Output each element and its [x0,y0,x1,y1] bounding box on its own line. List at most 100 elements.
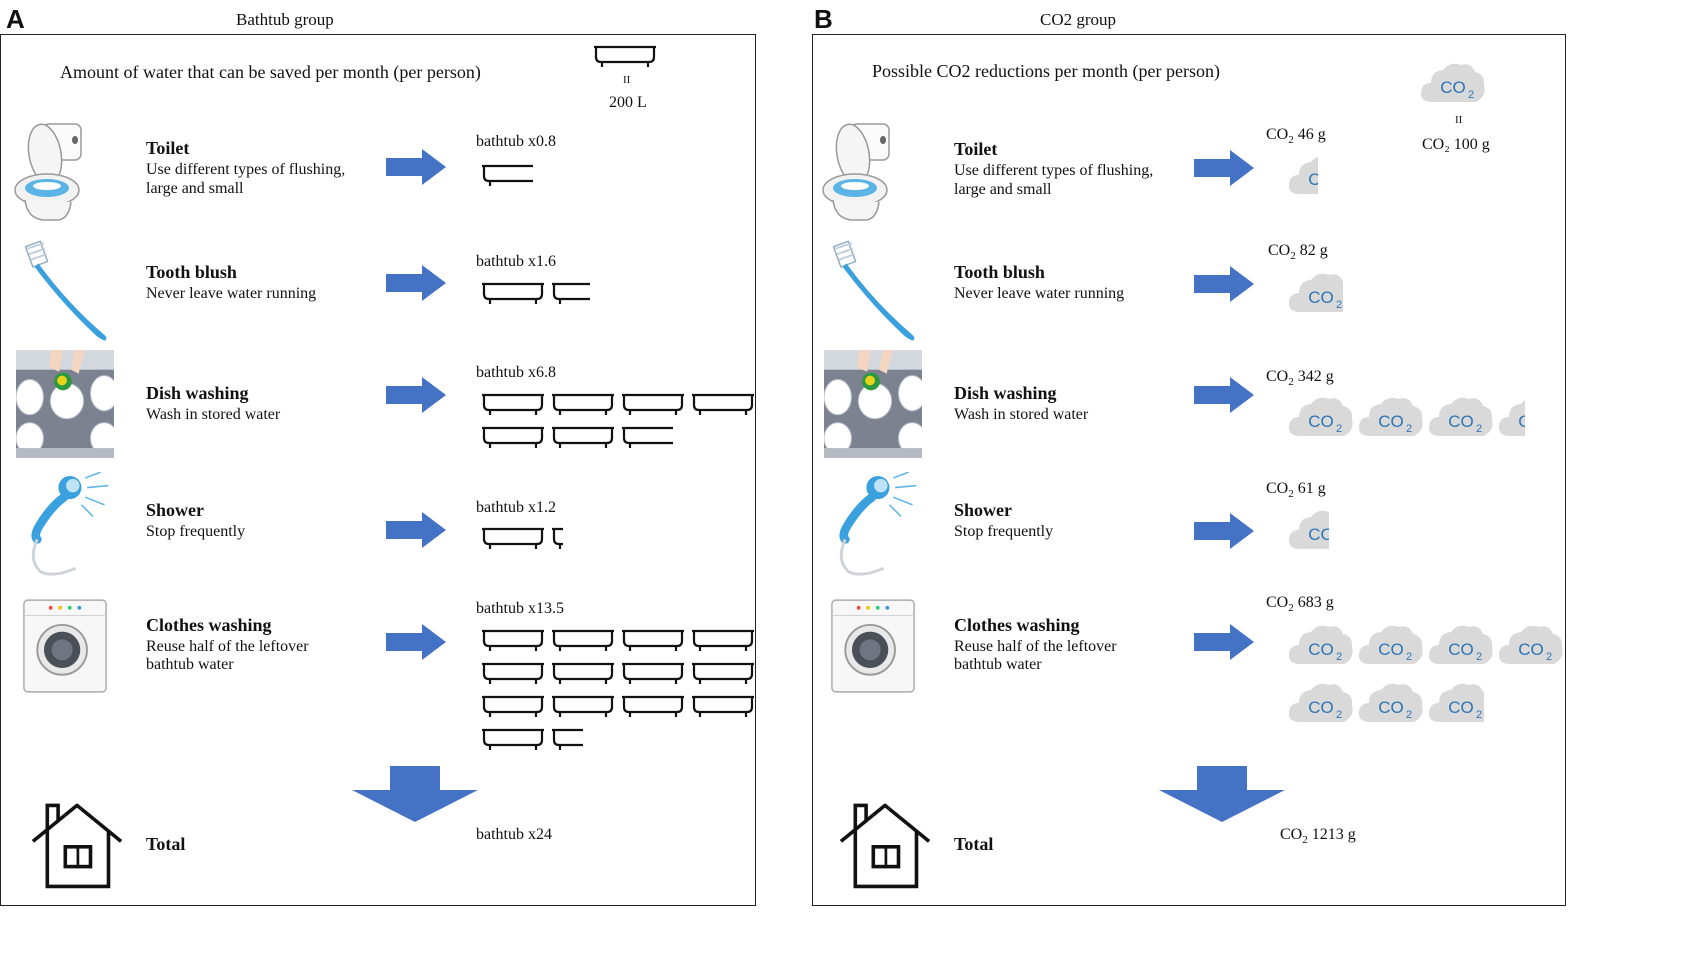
bathtub-icon [480,389,546,417]
house-icon [22,800,132,890]
row-a-amount: bathtub x0.8 [476,133,556,150]
panel-b-total-value: CO2 1213 g [1280,826,1356,847]
bathtub-icon [690,625,756,653]
bathtub-icon [480,658,546,686]
row-b-title: Dish washing [954,383,1057,403]
bathtub-icon [620,625,686,653]
row-b-desc: Use different types of flushing, [954,162,1154,179]
bathtub-icon [480,625,546,653]
co2-group-toilet [1286,150,1566,200]
bathtub-group-tooth [480,278,756,306]
panel-b-title: CO2 group [1040,10,1117,29]
bathtub-icon [550,389,616,417]
panel-a-box [0,34,756,906]
row-b-desc: Never leave water running [954,285,1125,302]
row-b-amount: CO2 61 g [1266,480,1326,501]
co2-group-tooth [1286,268,1566,318]
co2-cloud-icon [1286,620,1356,670]
co2-cloud-icon [1356,392,1426,442]
arrow-down-icon [352,766,478,822]
bathtub-group-dish [480,389,756,450]
co2-cloud-icon [1496,392,1525,442]
bathtub-icon [550,625,616,653]
shower-icon [20,472,116,578]
arrow-right-icon [386,512,446,548]
row-b-desc: large and small [954,181,1052,198]
row-a-desc: bathtub water [146,656,234,673]
bathtub-icon [550,278,590,306]
toilet-icon [12,122,84,222]
arrow-right-icon [386,265,446,301]
row-a-title: Tooth blush [146,262,237,282]
co2-cloud-icon [1426,620,1496,670]
panel-a-intro: Amount of water that can be saved per mo… [60,62,481,82]
row-b-amount: CO2 683 g [1266,594,1334,615]
row-b-amount: CO2 342 g [1266,368,1334,389]
washing-machine-icon [22,598,108,694]
washing-machine-icon [830,598,916,694]
co2-cloud-icon [1426,678,1484,728]
row-a-title: Clothes washing [146,615,272,635]
panel-a-title: Bathtub group [236,10,334,29]
arrow-right-icon [1194,513,1254,549]
bathtub-icon [550,691,616,719]
bathtub-icon [690,691,756,719]
bathtub-icon [480,422,546,450]
co2-cloud-icon [1496,620,1566,670]
row-a-title: Shower [146,500,204,520]
bathtub-icon [480,691,546,719]
row-b-desc: Reuse half of the leftover [954,638,1117,655]
arrow-right-icon [1194,377,1254,413]
row-a-title: Toilet [146,138,190,158]
bathtub-icon [620,658,686,686]
toilet-icon [820,122,892,222]
bathtub-icon [690,658,756,686]
bathtub-icon [620,691,686,719]
panel-a-reference-value: 200 L [609,94,647,111]
bathtub-icon [620,422,673,450]
bathtub-icon [550,724,583,752]
row-b-title: Toilet [954,139,998,159]
panel-b-intro: Possible CO2 reductions per month (per p… [872,61,1220,81]
row-b-desc: Stop frequently [954,523,1054,540]
bathtub-icon [550,523,563,551]
bathtub-group-clothes [480,625,756,752]
row-b-desc: bathtub water [954,656,1042,673]
bathtub-icon [480,523,546,551]
row-b-amount: CO2 46 g [1266,126,1326,147]
row-a-desc: Never leave water running [146,285,317,302]
reference-co2-cloud-icon [1418,58,1488,108]
co2-group-clothes [1286,620,1566,728]
row-a-amount: bathtub x1.6 [476,253,556,270]
co2-cloud-icon [1286,678,1356,728]
arrow-right-icon [1194,624,1254,660]
row-a-amount: bathtub x6.8 [476,364,556,381]
bathtub-icon [690,389,756,417]
panel-b-letter: B [814,4,833,34]
panel-b-equals: II [1455,114,1463,126]
bathtub-icon [550,422,616,450]
bathtub-group-toilet [480,160,756,188]
panel-b-box [812,34,1566,906]
house-icon [830,800,940,890]
bathtub-icon [480,724,546,752]
row-a-desc: Use different types of flushing, [146,161,346,178]
dish-washing-icon [824,348,922,460]
row-b-amount: CO2 82 g [1268,242,1328,263]
co2-cloud-icon [1286,150,1318,200]
row-a-amount: bathtub x1.2 [476,499,556,516]
arrow-right-icon [386,377,446,413]
row-a-desc: Wash in stored water [146,406,281,423]
row-a-desc: Reuse half of the leftover [146,638,309,655]
panel-a-equals: II [623,74,631,86]
arrow-right-icon [1194,266,1254,302]
bathtub-icon [480,160,533,188]
arrow-right-icon [1194,150,1254,186]
toothbrush-icon [828,236,920,344]
shower-icon [828,472,924,578]
row-a-desc: large and small [146,180,244,197]
arrow-right-icon [386,624,446,660]
row-a-amount: bathtub x13.5 [476,600,564,617]
arrow-right-icon [386,149,446,185]
dish-washing-icon [16,348,114,460]
